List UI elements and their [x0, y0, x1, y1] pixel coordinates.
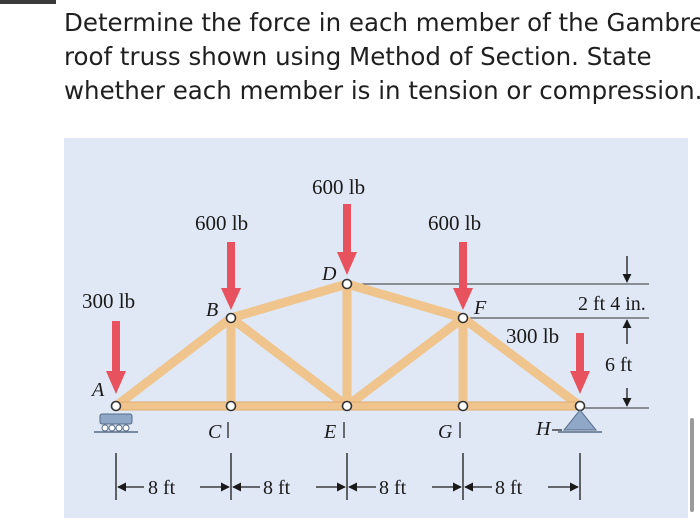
joint-label-a: A — [90, 379, 105, 401]
load-arrow-h — [570, 333, 590, 394]
joint-f — [457, 312, 469, 324]
joint-a — [110, 400, 122, 412]
span-label-3: 8 ft — [379, 477, 407, 499]
joint-g — [457, 400, 469, 412]
truss-figure: 300 lb 600 lb 600 lb 600 lb 300 lb A B C… — [64, 138, 688, 518]
member-be — [226, 313, 352, 411]
member-ab — [111, 313, 236, 411]
joint-h — [574, 400, 586, 412]
load-label-h: 300 lb — [506, 324, 559, 348]
load-label-d: 600 lb — [312, 175, 365, 199]
member-df — [342, 279, 468, 323]
load-arrow-a — [106, 321, 126, 394]
joint-label-c: C — [208, 421, 222, 443]
joint-c — [225, 400, 237, 412]
dimension-helper-lines — [354, 283, 649, 409]
support-h — [558, 409, 602, 433]
joint-label-h: H — [535, 418, 552, 440]
load-arrow-b — [221, 242, 241, 310]
problem-line-2: roof truss shown using Method of Section… — [64, 42, 652, 71]
support-a — [94, 413, 138, 433]
load-arrows — [106, 204, 590, 394]
load-label-a: 300 lb — [82, 289, 135, 313]
figure-background — [64, 138, 688, 518]
rise-label-bottom: 6 ft — [605, 354, 633, 376]
span-label-4: 8 ft — [495, 477, 523, 499]
member-fh — [458, 313, 585, 411]
joint-label-d: D — [321, 263, 337, 285]
joint-label-e: E — [323, 421, 336, 443]
load-label-b: 600 lb — [195, 211, 248, 235]
member-ef — [342, 313, 468, 411]
load-arrow-d — [337, 204, 357, 275]
problem-line-3: whether each member is in tension or com… — [64, 76, 700, 105]
joint-b — [225, 312, 237, 324]
load-label-f: 600 lb — [428, 211, 481, 235]
problem-line-1: Determine the force in each member of th… — [64, 8, 700, 37]
load-arrow-f — [453, 242, 473, 310]
span-dimension — [115, 453, 581, 500]
joint-e — [341, 400, 353, 412]
joint-label-b: B — [206, 299, 218, 321]
joint-d — [341, 278, 353, 290]
member-bd — [226, 279, 352, 323]
label-ticks — [227, 422, 562, 438]
joint-label-g: G — [438, 421, 453, 443]
span-label-2: 8 ft — [263, 477, 291, 499]
problem-statement: Determine the force in each member of th… — [64, 6, 700, 108]
top-rule — [0, 0, 56, 4]
joint-label-f: F — [473, 297, 487, 319]
span-label-1: 8 ft — [148, 477, 176, 499]
scrollbar[interactable] — [690, 418, 694, 512]
truss-members — [111, 279, 585, 411]
rise-label-top: 2 ft 4 in. — [578, 293, 646, 315]
